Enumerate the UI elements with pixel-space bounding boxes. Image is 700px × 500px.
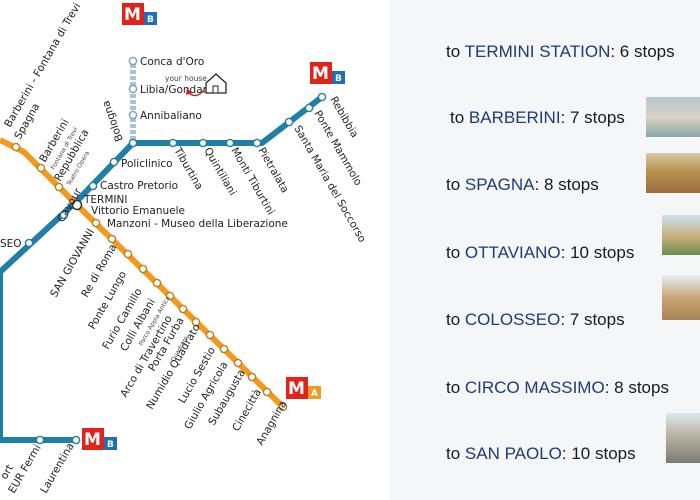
svg-text:M: M bbox=[124, 5, 141, 25]
station-dot[interactable] bbox=[128, 56, 138, 66]
metro-map-svg: Barberini - Fontana di Trevi Spagna Barb… bbox=[0, 1, 368, 496]
metro-badge-b-bottom: M B bbox=[82, 428, 117, 450]
station-dot[interactable] bbox=[107, 234, 117, 244]
station-dot[interactable] bbox=[233, 358, 243, 368]
svg-text:A: A bbox=[311, 389, 318, 399]
route-row-colosseo[interactable]: to COLOSSEO: 7 stops bbox=[446, 310, 625, 329]
route-row-spagna[interactable]: to SPAGNA: 8 stops bbox=[446, 175, 599, 194]
station-dot[interactable] bbox=[205, 330, 215, 340]
line-a-stations bbox=[11, 142, 288, 412]
station-dot[interactable] bbox=[225, 138, 235, 148]
label-libia: Libia/Gondar bbox=[140, 84, 208, 96]
metro-badge-b-top: M B bbox=[122, 3, 157, 25]
svg-text:B: B bbox=[147, 15, 154, 25]
photo-spagna bbox=[646, 153, 700, 193]
route-row-termini[interactable]: to TERMINI STATION: 6 stops bbox=[446, 42, 675, 61]
label-manzoni: Manzoni - Museo della Liberazione bbox=[107, 218, 288, 230]
station-dot[interactable] bbox=[191, 317, 201, 327]
label-anagnina: Anagnina bbox=[254, 399, 289, 448]
station-dot[interactable] bbox=[128, 138, 138, 148]
station-dot[interactable] bbox=[128, 110, 138, 120]
metro-map: Barberini - Fontana di Trevi Spagna Barb… bbox=[0, 0, 369, 496]
station-dot[interactable] bbox=[11, 142, 21, 152]
station-dot[interactable] bbox=[284, 117, 294, 127]
route-dest: SPAGNA bbox=[464, 175, 535, 194]
svg-text:M: M bbox=[84, 430, 101, 450]
station-dot[interactable] bbox=[54, 182, 64, 192]
station-dot[interactable] bbox=[219, 344, 229, 354]
label-bologna: Bologna bbox=[100, 99, 126, 143]
station-dot[interactable] bbox=[36, 163, 46, 173]
route-dest: SAN PAOLO bbox=[464, 444, 562, 463]
station-dot[interactable] bbox=[88, 181, 98, 191]
line-b1-stations bbox=[128, 56, 138, 120]
label-termini: TERMINI bbox=[83, 194, 127, 206]
photo-san-paolo bbox=[666, 413, 700, 463]
station-dot[interactable] bbox=[198, 138, 208, 148]
station-dot[interactable] bbox=[165, 291, 175, 301]
metro-badge-b-right: M B bbox=[310, 62, 345, 84]
station-dot[interactable] bbox=[278, 402, 288, 412]
photo-trevi bbox=[646, 97, 700, 137]
line-b-south bbox=[0, 272, 76, 443]
label-fontana-trevi: Barberini - Fontana di Trevi bbox=[2, 1, 83, 130]
label-colosseo: SEO bbox=[0, 238, 22, 250]
label-your-house: your house bbox=[165, 74, 207, 83]
station-dot[interactable] bbox=[262, 387, 272, 397]
svg-text:B: B bbox=[107, 440, 114, 450]
photo-ottaviano bbox=[662, 215, 700, 255]
label-castro-pretorio: Castro Pretorio bbox=[100, 180, 178, 192]
label-vittorio: Vittorio Emanuele bbox=[91, 205, 185, 217]
svg-text:M: M bbox=[288, 379, 305, 399]
station-dot[interactable] bbox=[71, 435, 81, 445]
route-dest: BARBERINI bbox=[468, 108, 561, 127]
label-policlinico: Policlinico bbox=[121, 158, 173, 170]
station-dot[interactable] bbox=[247, 372, 257, 382]
station-dot[interactable] bbox=[91, 218, 101, 228]
route-dest: TERMINI STATION bbox=[464, 42, 611, 61]
station-dot[interactable] bbox=[168, 138, 178, 148]
station-dot[interactable] bbox=[138, 264, 148, 274]
svg-text:M: M bbox=[312, 64, 329, 84]
route-row-san-paolo[interactable]: to SAN PAOLO: 10 stops bbox=[446, 444, 636, 463]
house-icon bbox=[205, 73, 227, 94]
label-annibaliano: Annibaliano bbox=[140, 110, 202, 122]
photo-colosseo bbox=[662, 275, 700, 320]
label-conca-doro: Conca d'Oro bbox=[140, 56, 204, 68]
station-dot[interactable] bbox=[304, 103, 314, 113]
route-row-circo-massimo[interactable]: to CIRCO MASSIMO: 8 stops bbox=[446, 378, 669, 397]
station-dot[interactable] bbox=[35, 435, 45, 445]
termini-interchange[interactable] bbox=[71, 199, 83, 211]
svg-text:B: B bbox=[335, 74, 342, 84]
station-dot[interactable] bbox=[152, 278, 162, 288]
station-dot[interactable] bbox=[252, 138, 262, 148]
arrow-head-icon bbox=[186, 88, 192, 95]
metro-badge-a: M A bbox=[286, 377, 321, 399]
route-row-barberini[interactable]: to BARBERINI: 7 stops bbox=[450, 108, 625, 127]
route-dest: CIRCO MASSIMO bbox=[464, 378, 605, 397]
route-dest: OTTAVIANO bbox=[464, 243, 561, 262]
station-dot[interactable] bbox=[59, 210, 69, 220]
station-dot[interactable] bbox=[178, 304, 188, 314]
station-dot[interactable] bbox=[128, 84, 138, 94]
station-dot[interactable] bbox=[24, 238, 34, 248]
routes-panel: to TERMINI STATION: 6 stops to BARBERINI… bbox=[390, 0, 700, 500]
line-b-stations bbox=[24, 92, 327, 445]
station-dot[interactable] bbox=[317, 92, 327, 102]
route-row-ottaviano[interactable]: to OTTAVIANO: 10 stops bbox=[446, 243, 635, 262]
label-laurentina: Laurentina bbox=[38, 441, 77, 496]
route-dest: COLOSSEO bbox=[464, 310, 561, 329]
station-dot[interactable] bbox=[123, 249, 133, 259]
station-dot[interactable] bbox=[109, 157, 119, 167]
